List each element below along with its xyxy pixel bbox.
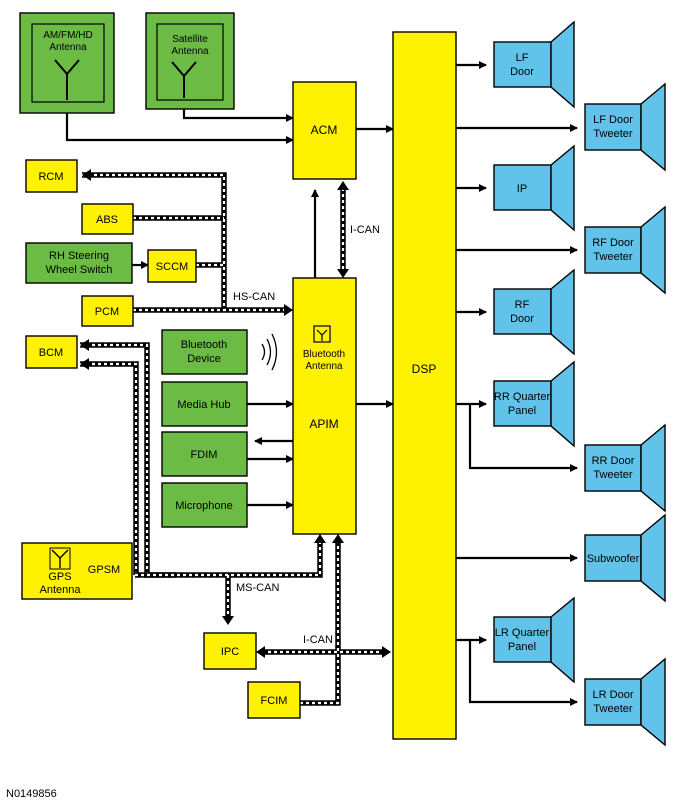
svg-text:AM/FM/HD: AM/FM/HD [43, 30, 92, 41]
svg-text:Subwoofer: Subwoofer [587, 553, 640, 565]
speaker-lf-door: LF Door [493, 20, 575, 109]
svg-text:I-CAN: I-CAN [350, 224, 380, 236]
svg-text:ABS: ABS [96, 214, 118, 226]
speaker-lf-tweeter: LF Door Tweeter [584, 82, 666, 172]
svg-text:IPC: IPC [221, 646, 239, 658]
svg-text:HS-CAN: HS-CAN [233, 291, 275, 303]
svg-text:GPSM: GPSM [88, 564, 120, 576]
svg-text:Antenna: Antenna [171, 46, 209, 57]
antenna-icon [171, 61, 197, 98]
speaker-rr-tweeter: RR Door Tweeter [584, 423, 666, 513]
svg-text:Tweeter: Tweeter [593, 703, 632, 715]
speaker-rr-quarter-panel: RR Quarter Panel [493, 360, 575, 448]
svg-text:LR Quarter: LR Quarter [495, 627, 550, 639]
svg-text:Satellite: Satellite [172, 34, 208, 45]
svg-text:ACM: ACM [311, 123, 338, 137]
svg-text:Antenna: Antenna [305, 361, 343, 372]
microphone: Microphone [161, 482, 248, 528]
svg-text:Tweeter: Tweeter [593, 251, 632, 263]
svg-text:Door: Door [510, 313, 534, 325]
satellite-antenna: Satellite Antenna [145, 12, 235, 110]
svg-text:Wheel Switch: Wheel Switch [46, 264, 113, 276]
svg-text:Panel: Panel [508, 641, 536, 653]
svg-text:Antenna: Antenna [49, 42, 87, 53]
svg-text:RR Door: RR Door [592, 455, 635, 467]
figure-id: N0149856 [6, 788, 57, 800]
am-fm-hd-antenna: AM/FM/HD Antenna [19, 12, 115, 114]
speaker-rf-door: RF Door [493, 268, 575, 356]
svg-text:MS-CAN: MS-CAN [236, 582, 279, 594]
fdim-module: FDIM [161, 431, 248, 477]
rh-steering-wheel-switch: RH Steering Wheel Switch [25, 242, 133, 284]
i-can-bus [256, 181, 391, 706]
hs-can-bus [82, 169, 293, 316]
bluetooth-signal-icon [261, 333, 278, 371]
svg-text:Tweeter: Tweeter [593, 469, 632, 481]
svg-text:RR Quarter: RR Quarter [494, 391, 551, 403]
ms-can-bus [135, 534, 326, 625]
speaker-lr-quarter-panel: LR Quarter Panel [493, 596, 575, 684]
svg-text:FCIM: FCIM [261, 695, 288, 707]
svg-text:APIM: APIM [309, 417, 338, 431]
svg-text:RH Steering: RH Steering [49, 250, 109, 262]
svg-text:LF: LF [516, 52, 529, 64]
svg-text:LR Door: LR Door [593, 689, 634, 701]
svg-text:Panel: Panel [508, 405, 536, 417]
svg-text:Antenna: Antenna [40, 584, 82, 596]
svg-text:Tweeter: Tweeter [593, 128, 632, 140]
dsp-speaker-wires [456, 61, 578, 706]
abs-module: ABS [81, 203, 134, 235]
bus-labels: HS-CAN I-CAN MS-CAN I-CAN [228, 222, 380, 646]
bcm-module: BCM [25, 335, 78, 369]
gps-antenna-icon [51, 549, 69, 568]
svg-text:RF: RF [515, 299, 530, 311]
svg-text:DSP: DSP [412, 362, 437, 376]
bluetooth-device: Bluetooth Device [161, 329, 248, 375]
svg-text:LF Door: LF Door [593, 114, 633, 126]
svg-text:Device: Device [187, 353, 221, 365]
svg-text:Door: Door [510, 66, 534, 78]
svg-text:RCM: RCM [38, 171, 63, 183]
svg-text:BCM: BCM [39, 347, 63, 359]
svg-text:RF Door: RF Door [592, 237, 634, 249]
svg-text:PCM: PCM [95, 306, 119, 318]
sccm-module: SCCM [147, 249, 197, 283]
fcim-module: FCIM [247, 681, 301, 719]
svg-text:SCCM: SCCM [156, 261, 188, 273]
svg-text:Media Hub: Media Hub [177, 399, 230, 411]
bluetooth-antenna-icon [313, 325, 331, 343]
apim-module: Bluetooth Antenna APIM [292, 277, 357, 535]
acm-module: ACM [292, 81, 357, 180]
gpsm-module: GPS Antenna GPSM [21, 542, 133, 600]
rcm-module: RCM [25, 159, 78, 193]
ipc-module: IPC [203, 632, 257, 670]
svg-text:Bluetooth: Bluetooth [181, 339, 227, 351]
dsp-module: DSP [392, 31, 457, 740]
svg-text:Microphone: Microphone [175, 500, 232, 512]
speaker-rf-tweeter: RF Door Tweeter [584, 205, 666, 295]
media-hub: Media Hub [161, 381, 248, 427]
speaker-ip: IP [493, 144, 575, 232]
svg-text:FDIM: FDIM [191, 449, 218, 461]
svg-text:Bluetooth: Bluetooth [303, 349, 345, 360]
speaker-subwoofer: Subwoofer [584, 513, 666, 603]
svg-text:GPS: GPS [48, 571, 71, 583]
pcm-module: PCM [81, 295, 134, 327]
svg-text:IP: IP [517, 183, 527, 195]
antenna-icon [54, 59, 80, 100]
speaker-lr-tweeter: LR Door Tweeter [584, 657, 666, 747]
svg-text:I-CAN: I-CAN [303, 634, 333, 646]
